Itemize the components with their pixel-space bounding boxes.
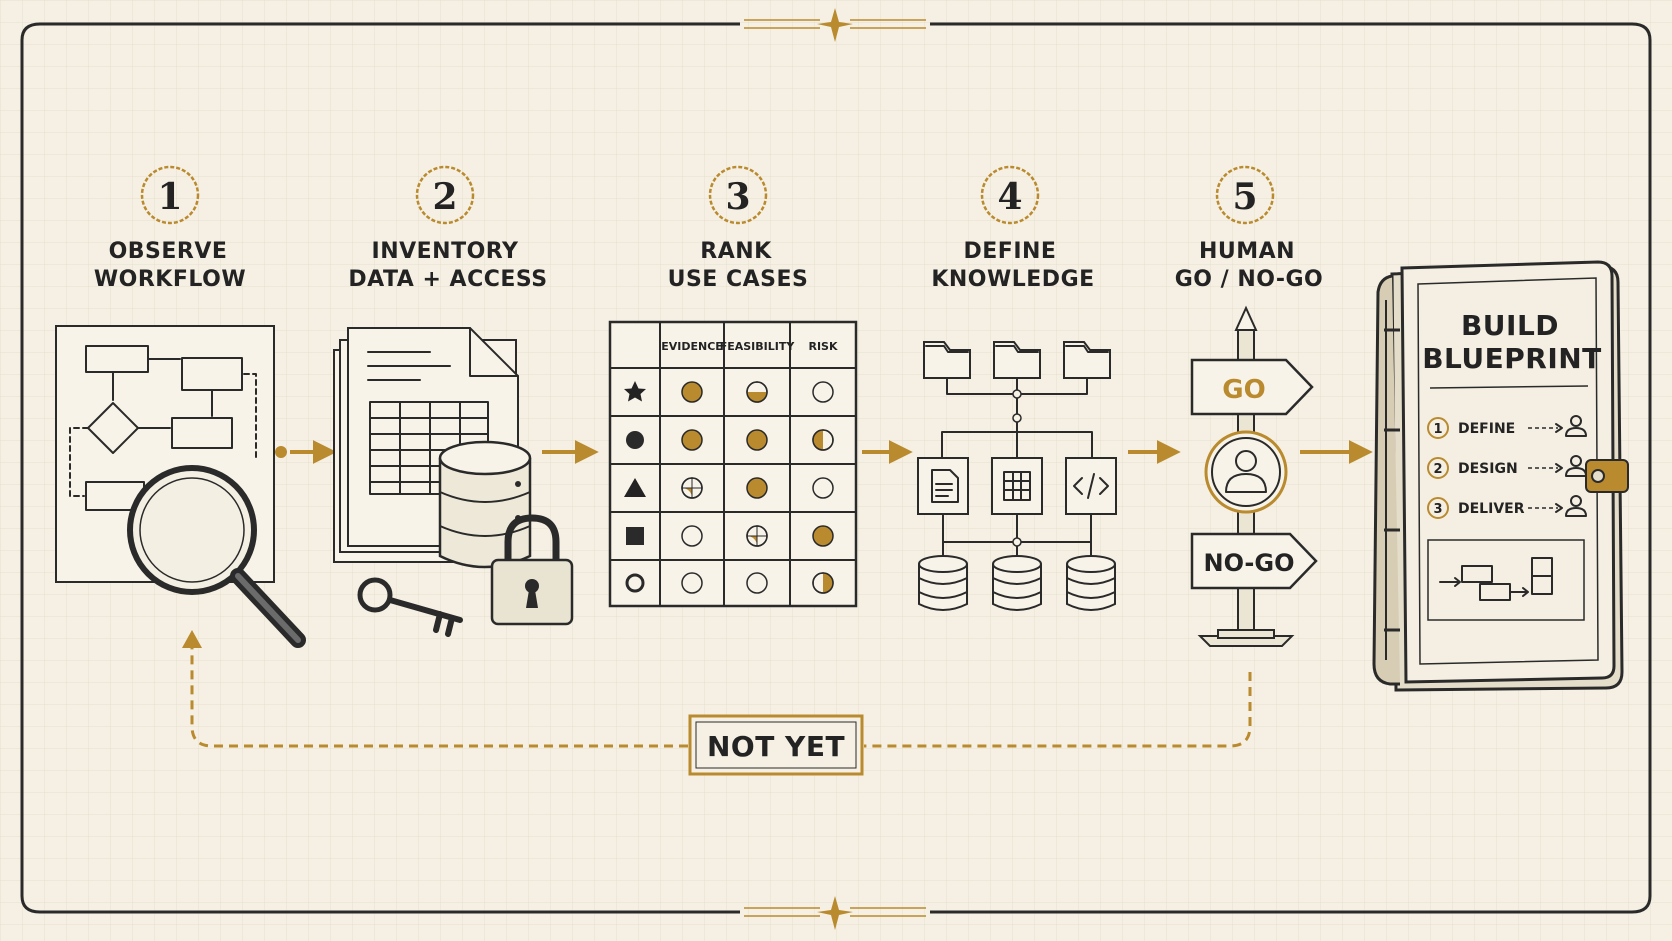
database-icon [1066, 555, 1116, 611]
nogo-label: NO-GO [1204, 549, 1295, 577]
rating-empty [746, 572, 768, 594]
square-icon [626, 527, 644, 545]
blueprint-item-define: 1 DEFINE [1427, 415, 1587, 439]
step-title-line2: KNOWLEDGE [931, 267, 1094, 292]
header-risk: RISK [808, 340, 837, 353]
step-4-header: 4 DEFINE KNOWLEDGE [931, 165, 1094, 292]
nogo-sign [1190, 532, 1318, 590]
folder-icon [993, 341, 1041, 379]
blueprint-title-line2: BLUEPRINT [1422, 342, 1602, 375]
step-5-header: 5 HUMAN GO / NO-GO [1175, 165, 1324, 292]
rating-half [812, 572, 834, 594]
item-label: DEFINE [1458, 421, 1515, 437]
dot-icon [626, 431, 644, 449]
step-title-line2: DATA + ACCESS [348, 267, 547, 292]
rating-empty [812, 477, 834, 499]
feedback-loop: NOT YET [182, 630, 1252, 776]
rating-empty [681, 525, 703, 547]
step-title-line2: WORKFLOW [94, 267, 246, 292]
person-icon [1565, 415, 1587, 437]
header-feasibility: FEASIBILITY [720, 340, 796, 353]
item-number: 3 [1433, 502, 1442, 517]
item-number: 1 [1433, 422, 1442, 437]
database-icon [918, 555, 968, 611]
data-access-icon [333, 327, 574, 637]
step-number: 1 [157, 176, 182, 218]
step-title-line1: INVENTORY [372, 239, 520, 264]
step-title-line1: OBSERVE [109, 239, 228, 264]
rating-full [812, 525, 834, 547]
step-2-header: 2 INVENTORY DATA + ACCESS [348, 165, 547, 292]
workflow-magnifier-icon [55, 325, 306, 648]
step-number: 2 [432, 176, 457, 218]
person-icon [1225, 450, 1267, 493]
person-icon [1565, 455, 1587, 477]
rating-empty [812, 381, 834, 403]
step-number: 3 [725, 176, 750, 218]
ring-icon [625, 573, 645, 593]
rank-table: EVIDENCE FEASIBILITY RISK [608, 320, 858, 608]
folder-icon [1063, 341, 1111, 379]
rating-full [746, 429, 768, 451]
star-icon [624, 381, 646, 402]
mini-diagram-icon [1427, 539, 1585, 621]
rating-full [681, 381, 703, 403]
item-label: DESIGN [1458, 461, 1518, 477]
rating-full [746, 477, 768, 499]
blueprint-book-icon: BUILD BLUEPRINT 1 DEFINE 2 DESIGN [1372, 260, 1629, 692]
table-icon [991, 457, 1043, 515]
code-icon [1065, 457, 1117, 515]
rating-quarter [681, 477, 703, 499]
step-title-line1: DEFINE [964, 239, 1057, 264]
go-sign [1190, 358, 1314, 416]
loop-label: NOT YET [707, 730, 845, 763]
item-label: DELIVER [1458, 501, 1525, 517]
rating-half [812, 429, 834, 451]
page-frame [20, 8, 1652, 930]
rating-quarter [746, 525, 768, 547]
blueprint-title-line1: BUILD [1461, 309, 1559, 342]
go-label: GO [1222, 375, 1265, 405]
step-number: 5 [1232, 176, 1257, 218]
blueprint-item-design: 2 DESIGN [1427, 455, 1587, 479]
step-title-line1: RANK [700, 239, 772, 264]
document-icon [917, 457, 969, 515]
frame-star-icon [817, 8, 853, 930]
database-icon [992, 555, 1042, 611]
step-number: 4 [997, 176, 1022, 218]
step-title-line2: USE CASES [668, 267, 809, 292]
flow-arrow-1 [275, 440, 337, 464]
rating-full [681, 429, 703, 451]
step-title-line1: HUMAN [1199, 239, 1295, 264]
knowledge-tree-icon [917, 341, 1117, 611]
folder-icon [923, 341, 971, 379]
rating-empty [681, 572, 703, 594]
step-1-header: 1 OBSERVE WORKFLOW [94, 165, 246, 292]
rating-half [746, 381, 768, 403]
triangle-icon [624, 478, 646, 497]
blueprint-item-deliver: 3 DELIVER [1427, 495, 1587, 519]
item-number: 2 [1433, 462, 1442, 477]
signpost-icon: GO NO-GO [1190, 305, 1318, 647]
step-3-header: 3 RANK USE CASES [668, 165, 809, 292]
header-evidence: EVIDENCE [661, 340, 723, 353]
person-icon [1565, 495, 1587, 517]
step-title-line2: GO / NO-GO [1175, 267, 1324, 292]
